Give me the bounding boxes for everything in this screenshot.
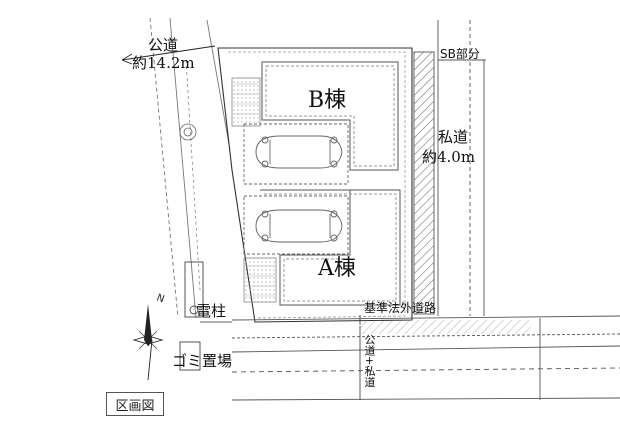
north-arrow-icon [132, 304, 164, 381]
private-road-strip [413, 51, 435, 315]
legend-label: 区画図 [106, 392, 164, 416]
leader-lines [200, 315, 361, 400]
public-road-width-label: 約14.2m [132, 54, 195, 72]
utility-pole-marker [184, 261, 204, 318]
garbage-area-marker [179, 341, 201, 371]
utility-pole-label: 電柱 [196, 302, 227, 320]
private-road-label: 私道 [438, 128, 469, 146]
building-b-outline [261, 61, 399, 171]
building-b-label: B棟 [308, 88, 347, 113]
parking-space-a [243, 195, 349, 255]
garbage-area-label: ゴミ置場 [172, 352, 233, 370]
private-road-width-label: 約4.0m [422, 148, 476, 166]
planting-area-a [243, 257, 277, 303]
north-label: N [155, 292, 166, 305]
public-road-label: 公道 [148, 36, 179, 54]
south-road [231, 315, 620, 401]
parking-space-b [243, 123, 349, 185]
tree-icon [179, 123, 197, 141]
sb-part-label: SB部分 [440, 47, 480, 61]
east-road-lines [437, 20, 486, 316]
building-a-outline [260, 189, 401, 306]
planting-area-b [231, 77, 261, 127]
out-of-standard-road-label: 基準法外道路 [364, 301, 437, 315]
public-private-road-label: 公道+私道 [363, 334, 376, 388]
road-width-arrow [121, 45, 216, 65]
building-a-label: A棟 [318, 256, 356, 281]
site-boundary [217, 47, 413, 323]
public-road-west [149, 17, 231, 319]
